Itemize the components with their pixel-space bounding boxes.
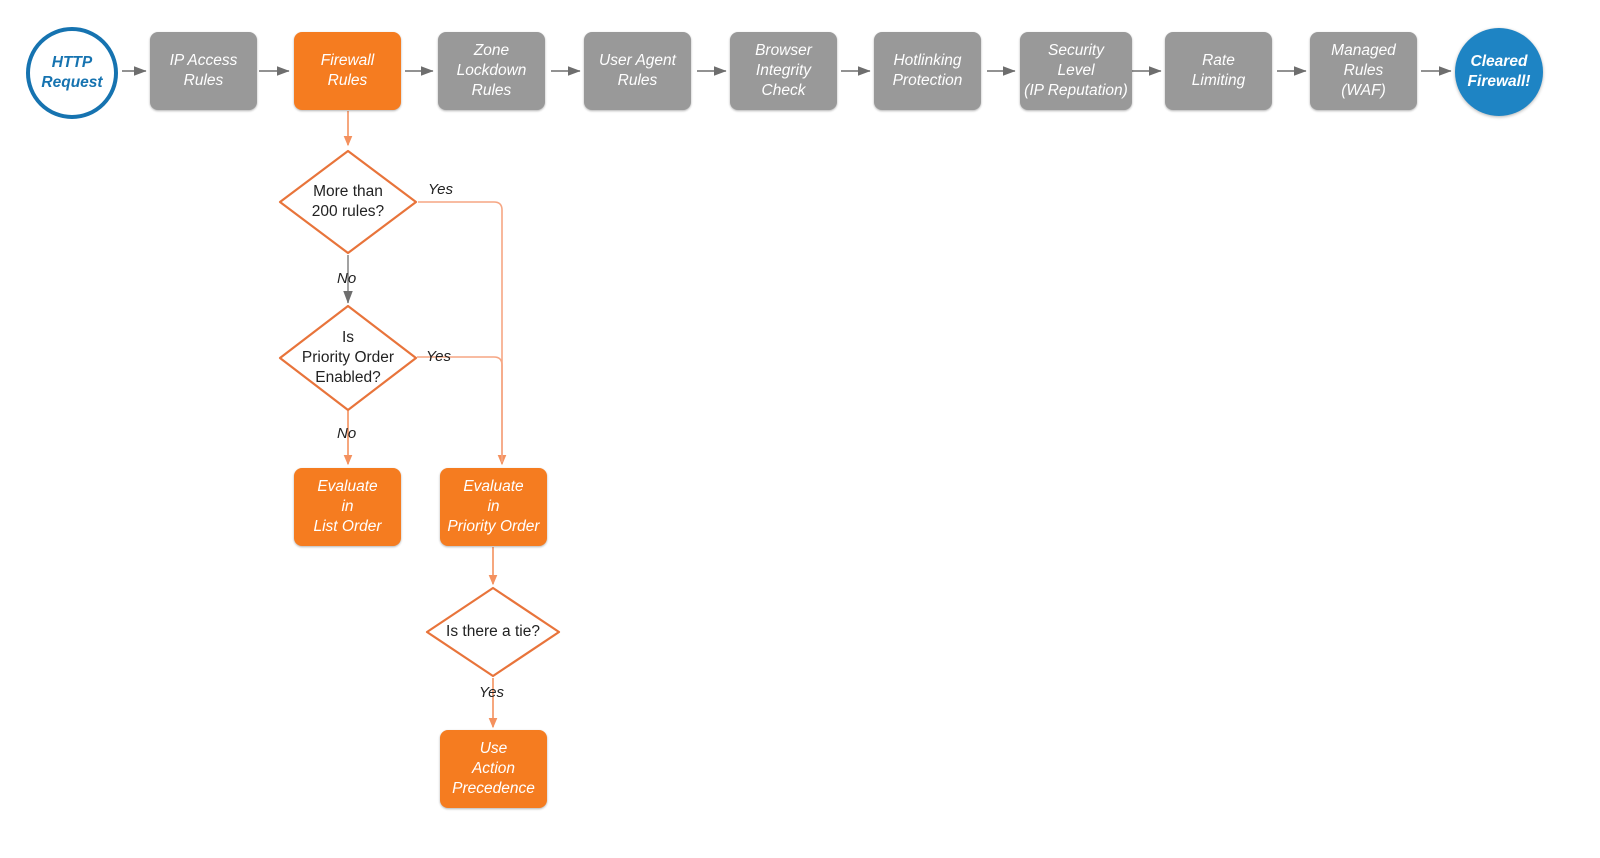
- diamond-shape: [278, 149, 418, 255]
- diamond-shape: [425, 586, 561, 678]
- node-managed-rules-waf-label: Managed Rules (WAF): [1331, 42, 1396, 99]
- edge-label-tie-yes: Yes: [479, 684, 505, 701]
- node-ip-access-rules[interactable]: IP Access Rules: [150, 32, 257, 110]
- node-security-level[interactable]: Security Level (IP Reputation): [1020, 32, 1132, 110]
- decision-more-than-200-rules-label: More than 200 rules?: [311, 182, 385, 220]
- node-security-level-label: Security Level (IP Reputation): [1024, 42, 1128, 99]
- node-cleared-firewall-label: Cleared Firewall!: [1467, 53, 1531, 90]
- node-evaluate-in-priority-order-label: Evaluate in Priority Order: [447, 478, 540, 535]
- node-evaluate-in-list-order-label: Evaluate in List Order: [313, 478, 382, 535]
- edge-more-than-200-yes: [418, 201, 507, 466]
- decision-is-there-a-tie[interactable]: Is there a tie?: [424, 585, 562, 679]
- node-use-action-precedence[interactable]: Use Action Precedence: [440, 730, 547, 808]
- edge-label-priority-order-no: No: [337, 425, 357, 442]
- node-user-agent-rules-label: User Agent Rules: [599, 52, 676, 89]
- edge-label-priority-order-yes: Yes: [426, 348, 452, 365]
- node-hotlinking-protection[interactable]: Hotlinking Protection: [874, 32, 981, 110]
- node-browser-integrity-check[interactable]: Browser Integrity Check: [730, 32, 837, 110]
- node-evaluate-in-priority-order[interactable]: Evaluate in Priority Order: [440, 468, 547, 546]
- node-managed-rules-waf[interactable]: Managed Rules (WAF): [1310, 32, 1417, 110]
- node-zone-lockdown-rules-label: Zone Lockdown Rules: [456, 42, 527, 99]
- node-zone-lockdown-rules[interactable]: Zone Lockdown Rules: [438, 32, 545, 110]
- decision-more-than-200-rules[interactable]: More than 200 rules?: [277, 148, 419, 256]
- decision-priority-order-enabled[interactable]: Is Priority Order Enabled?: [277, 303, 419, 413]
- decision-priority-order-enabled-label: Is Priority Order Enabled?: [301, 328, 395, 387]
- node-rate-limiting-label: Rate Limiting: [1191, 52, 1246, 89]
- node-use-action-precedence-label: Use Action Precedence: [452, 740, 535, 797]
- edge-label-more-than-200-yes: Yes: [428, 181, 454, 198]
- node-hotlinking-protection-label: Hotlinking Protection: [892, 52, 963, 89]
- node-rate-limiting[interactable]: Rate Limiting: [1165, 32, 1272, 110]
- node-evaluate-in-list-order[interactable]: Evaluate in List Order: [294, 468, 401, 546]
- node-firewall-rules[interactable]: Firewall Rules: [294, 32, 401, 110]
- node-firewall-rules-label: Firewall Rules: [320, 52, 375, 89]
- node-cleared-firewall[interactable]: Cleared Firewall!: [1455, 28, 1543, 116]
- node-ip-access-rules-label: IP Access Rules: [169, 52, 238, 89]
- diamond-shape: [278, 304, 418, 412]
- node-user-agent-rules[interactable]: User Agent Rules: [584, 32, 691, 110]
- decision-is-there-a-tie-label: Is there a tie?: [446, 622, 540, 640]
- edge-label-more-than-200-no: No: [337, 270, 357, 287]
- edge-priority-order-yes: [417, 356, 503, 462]
- node-http-request-label: HTTP Request: [41, 54, 103, 91]
- node-browser-integrity-check-label: Browser Integrity Check: [755, 42, 812, 99]
- node-http-request[interactable]: HTTP Request: [26, 27, 118, 119]
